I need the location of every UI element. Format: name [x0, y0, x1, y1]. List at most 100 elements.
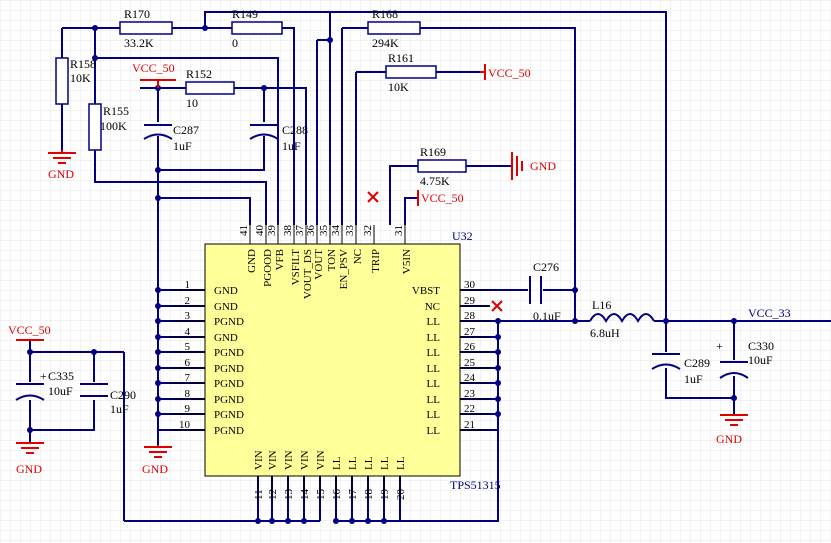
ic-pin-number: 24	[464, 372, 476, 384]
ic-pin-number: 23	[464, 388, 476, 400]
capacitor-c330[interactable]: + C330 10uF	[716, 339, 774, 379]
c335-ref: C335	[48, 369, 74, 383]
ic-pin-name: LL	[347, 456, 359, 470]
resistor-r168[interactable]: R168 294K	[367, 7, 421, 50]
capacitor-c290[interactable]: C290 1uF	[80, 383, 136, 416]
ic-pin-number: 21	[464, 419, 475, 431]
c335-polarity: +	[40, 369, 47, 383]
vcc50-port-top-left[interactable]: VCC_50	[132, 61, 176, 88]
ic-pin-number: 6	[185, 357, 191, 369]
ic-top-pins: 41GND40PGOOD39VFB38VSFILT37VOUT_DS36VOUT…	[238, 225, 413, 300]
capacitor-c288[interactable]: C288 1uF	[249, 123, 308, 153]
capacitor-c335[interactable]: + C335 10uF	[15, 369, 74, 401]
capacitor-c276[interactable]: C276 0.1uF	[529, 260, 561, 323]
c288-ref: C288	[282, 123, 308, 137]
ic-pin-number: 5	[185, 341, 191, 353]
c276-ref: C276	[533, 260, 559, 274]
ic-pin-name: NC	[352, 249, 364, 264]
ic-pin-name: LL	[427, 316, 441, 328]
ic-pin-number: 1	[185, 279, 191, 291]
ic-pin-number: 4	[185, 326, 191, 338]
inductor-l16[interactable]: L16 6.8uH	[589, 298, 655, 340]
c289-ref: C289	[684, 356, 710, 370]
capacitor-c289[interactable]: C289 1uF	[651, 353, 710, 386]
ic-pin-number: 26	[464, 341, 476, 353]
ic-pin-name: NC	[425, 301, 440, 313]
r149-value: 0	[232, 36, 238, 50]
resistor-r152[interactable]: R152 10	[185, 67, 235, 110]
vcc50-port-v5in[interactable]: VCC_50	[417, 190, 464, 206]
ic-pin-name: LL	[379, 456, 391, 470]
ic-pin-number: 32	[362, 225, 374, 236]
resistor-r170[interactable]: R170 33.2K	[119, 7, 173, 50]
r170-ref: R170	[124, 7, 150, 21]
vcc50-port-r161[interactable]: VCC_50	[480, 64, 531, 80]
resistor-r169[interactable]: R169 4.75K	[417, 145, 467, 188]
resistor-r161[interactable]: R161 10K	[385, 51, 437, 94]
ic-pin-number: 22	[464, 403, 475, 415]
ic-pin-name: VIN	[253, 450, 265, 470]
ic-pin-number: 39	[266, 225, 278, 237]
ic-pin-name: GND	[246, 249, 258, 273]
resistor-r155[interactable]: R155 100K	[88, 103, 129, 151]
resistor-r149[interactable]: R149 0	[231, 7, 283, 50]
gnd-label: GND	[142, 462, 168, 476]
vcc50-port-left[interactable]: VCC_50	[8, 323, 51, 341]
resistor-r158[interactable]: R158 10K	[55, 57, 96, 105]
ic-pin-number: 27	[464, 326, 476, 338]
gnd-label: GND	[48, 167, 74, 181]
vcc50-label: VCC_50	[8, 323, 51, 337]
c276-value: 0.1uF	[533, 309, 561, 323]
capacitor-c287[interactable]: C287 1uF	[143, 123, 199, 153]
gnd-label: GND	[530, 159, 556, 173]
ic-u32[interactable]: U32 TPS51315	[204, 229, 501, 492]
ic-pin-name: VIN	[299, 450, 311, 470]
ic-pin-name: LL	[363, 456, 375, 470]
r152-value: 10	[186, 96, 198, 110]
ic-pin-number: 36	[305, 225, 317, 237]
vcc33-label: VCC_33	[748, 306, 791, 320]
